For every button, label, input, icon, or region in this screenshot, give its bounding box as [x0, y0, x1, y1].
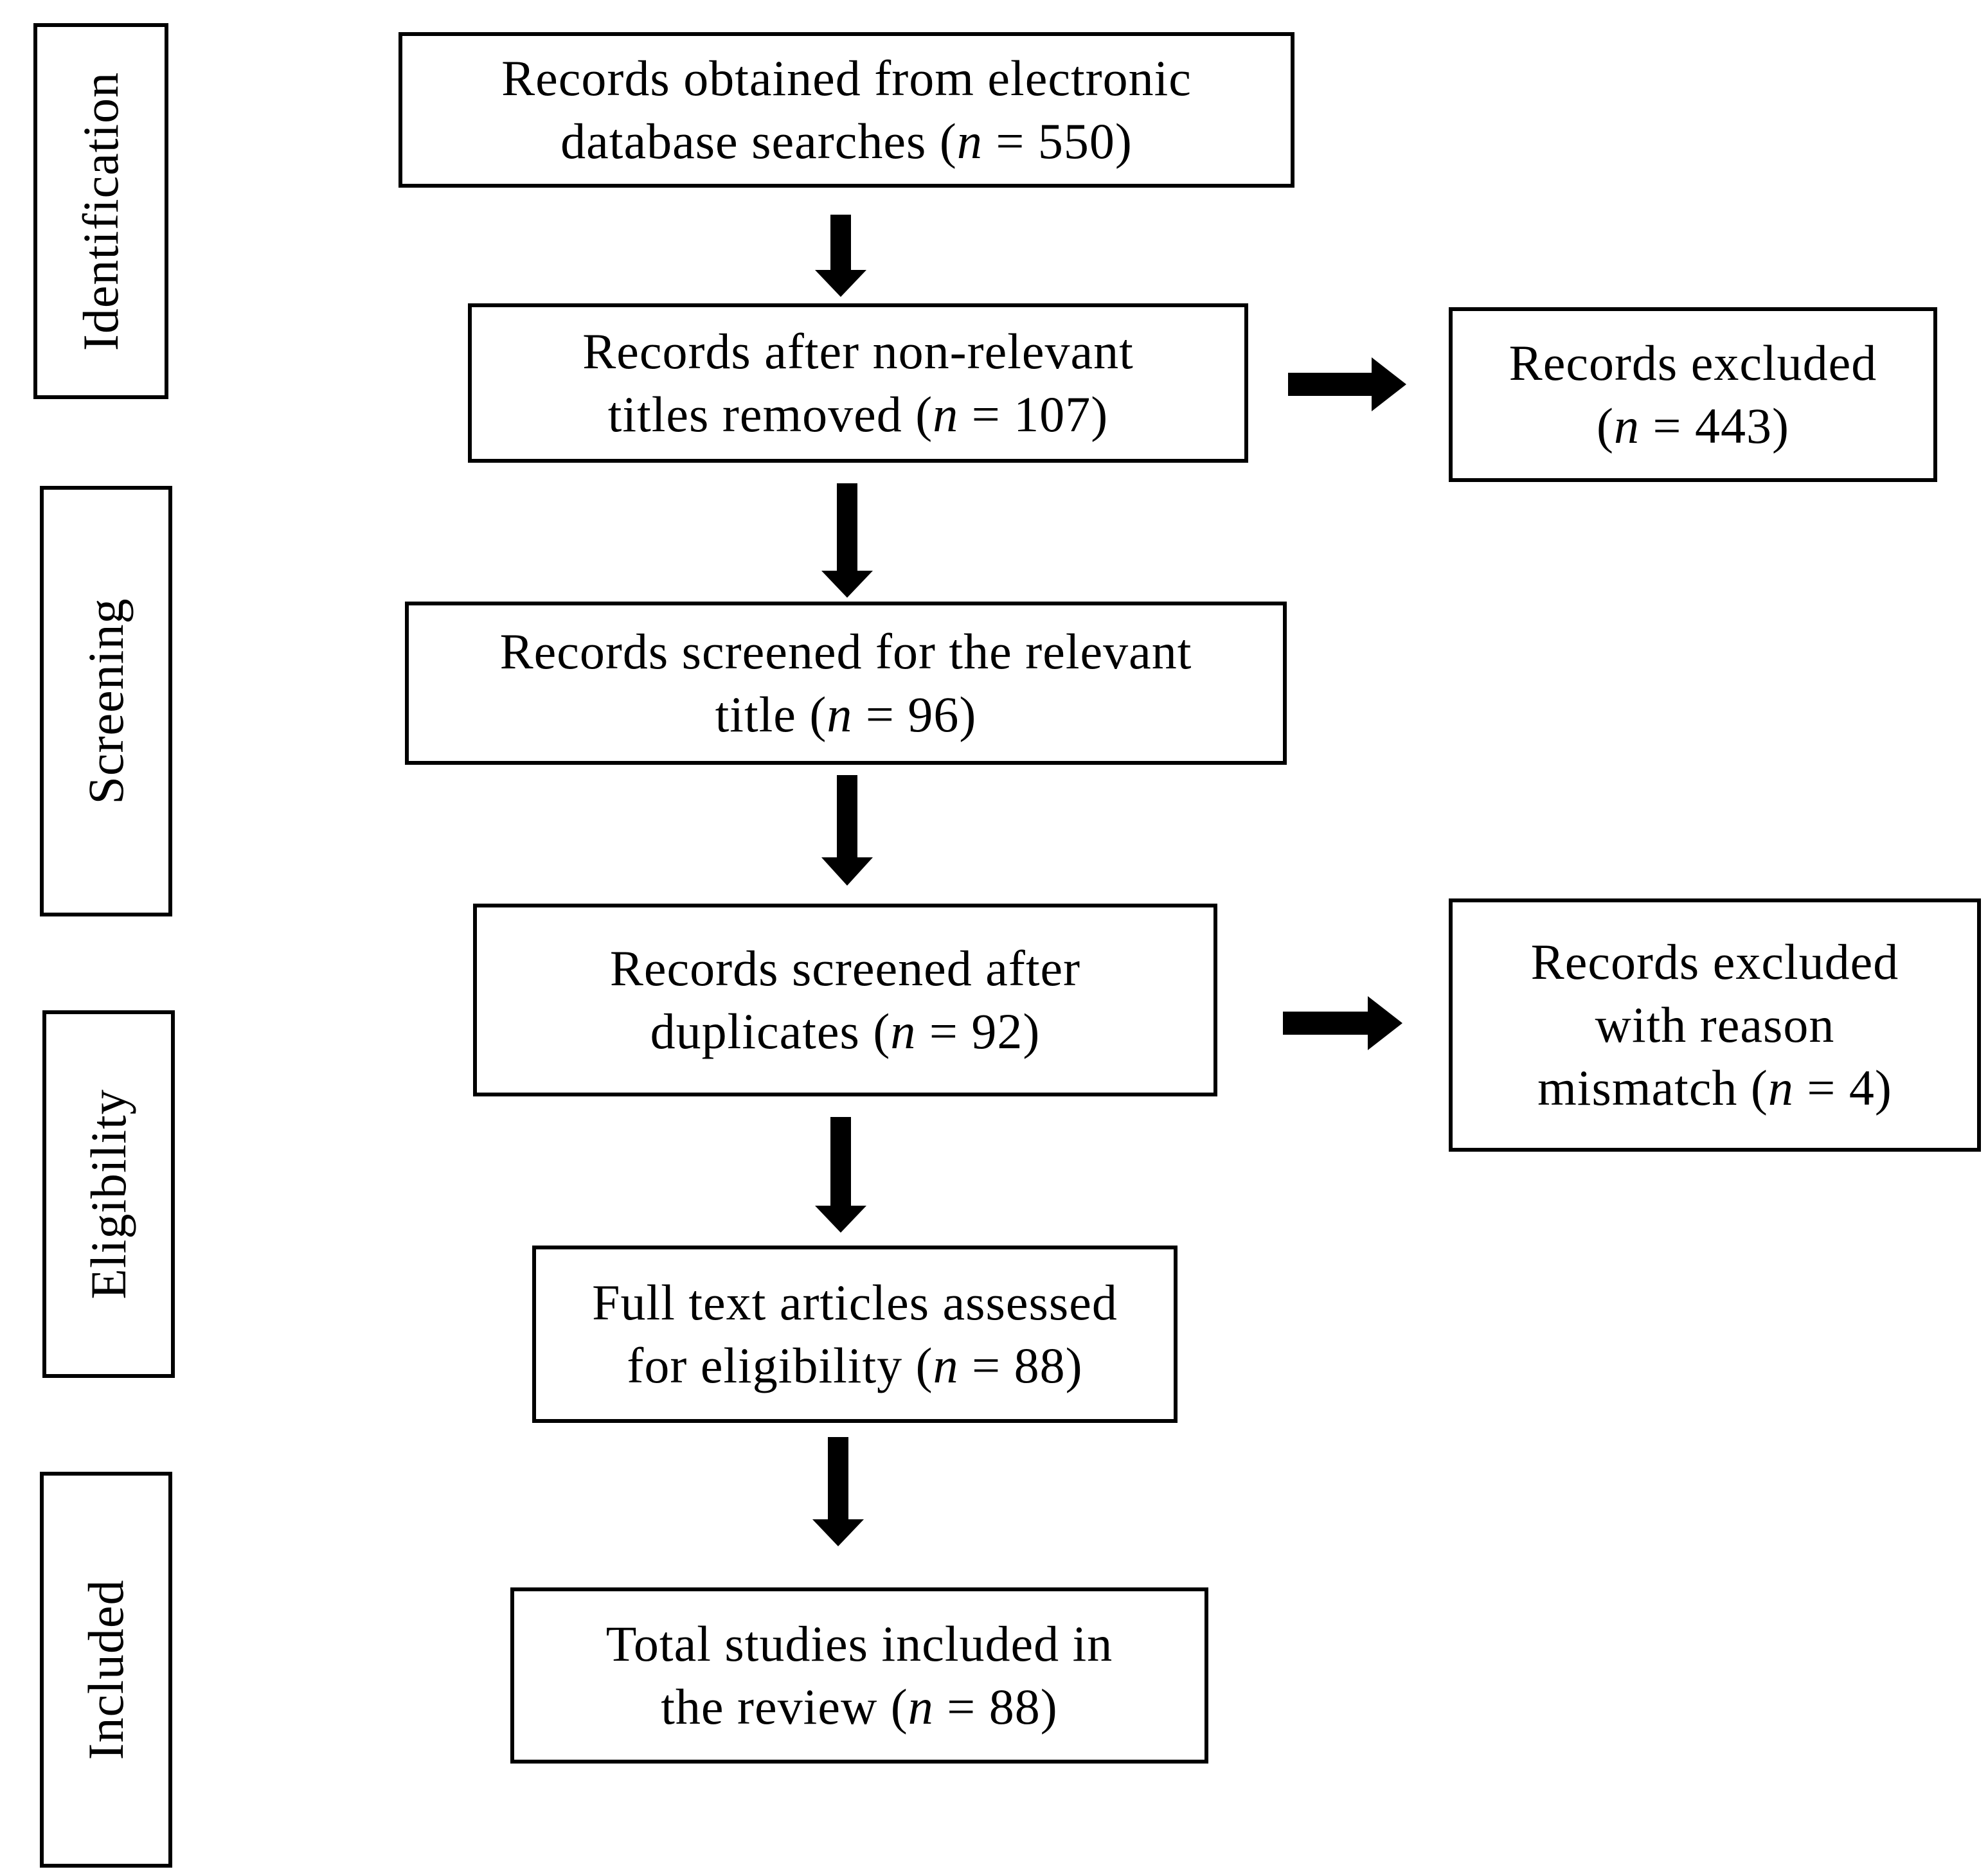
arrow-down-5	[812, 1437, 864, 1546]
arrow-right-2	[1283, 996, 1402, 1050]
stage-eligibility: Eligibility	[42, 1010, 175, 1378]
box-excluded-443: Records excluded (n = 443)	[1449, 307, 1937, 482]
box-total-included-text: Total studies included in the review (n …	[605, 1615, 1113, 1735]
stage-included: Included	[40, 1472, 172, 1868]
box-screened-title-text: Records screened for the relevant title …	[499, 623, 1192, 742]
box-excluded-reason-text: Records excluded with reason mismatch (n…	[1530, 933, 1899, 1116]
box-database-search: Records obtained from electronic databas…	[398, 32, 1294, 188]
box-database-search-text: Records obtained from electronic databas…	[501, 49, 1192, 169]
box-non-relevant-removed-text: Records after non-relevant titles remove…	[582, 323, 1134, 442]
box-screened-duplicates-text: Records screened after duplicates (n = 9…	[609, 940, 1081, 1059]
arrow-down-4	[815, 1117, 866, 1233]
box-total-included: Total studies included in the review (n …	[510, 1587, 1208, 1764]
box-excluded-reason: Records excluded with reason mismatch (n…	[1449, 898, 1981, 1152]
stage-screening: Screening	[40, 486, 172, 916]
arrow-down-1	[815, 215, 866, 297]
arrow-right-1	[1288, 357, 1406, 411]
arrow-down-2	[821, 483, 873, 598]
box-full-text-text: Full text articles assessed for eligibil…	[592, 1274, 1118, 1393]
box-non-relevant-removed: Records after non-relevant titles remove…	[468, 303, 1248, 463]
arrow-down-3	[821, 775, 873, 886]
box-screened-title: Records screened for the relevant title …	[405, 602, 1287, 765]
stage-identification: Identification	[33, 23, 168, 399]
box-excluded-443-text: Records excluded (n = 443)	[1509, 334, 1877, 454]
box-full-text: Full text articles assessed for eligibil…	[532, 1246, 1178, 1423]
box-screened-duplicates: Records screened after duplicates (n = 9…	[473, 904, 1217, 1096]
